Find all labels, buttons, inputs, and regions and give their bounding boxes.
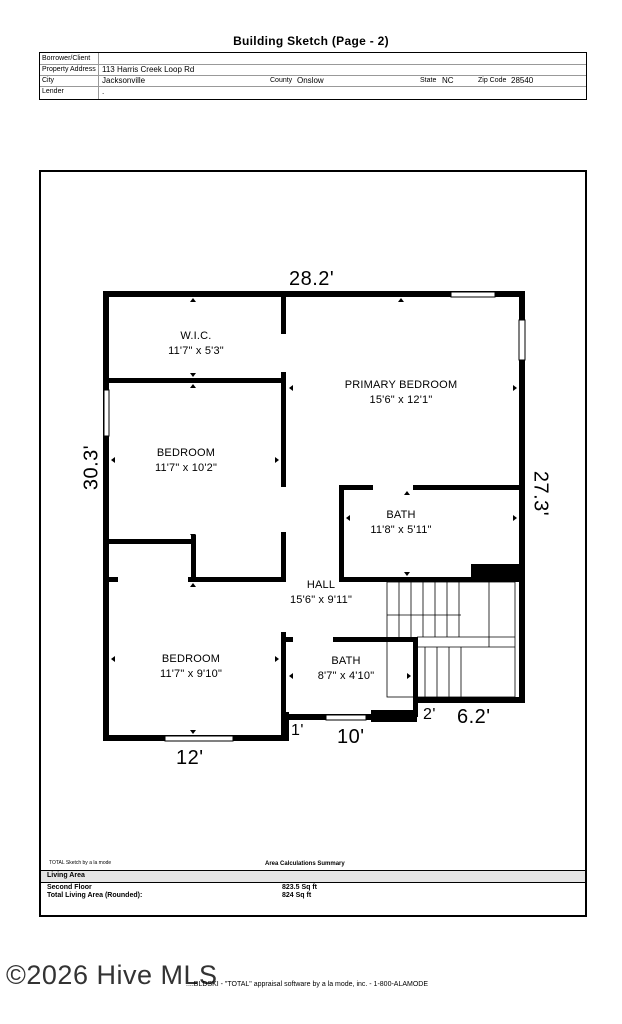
wall-right-upper — [519, 291, 525, 703]
window-bath2 — [325, 714, 367, 721]
room-bath-1-size: 11'8" x 5'11" — [370, 524, 432, 536]
room-hall-name: HALL — [306, 579, 336, 591]
doors — [196, 334, 413, 642]
door-bath1 — [373, 485, 413, 490]
room-bath-1-name: BATH — [386, 509, 416, 521]
door-bedroom2 — [281, 582, 286, 632]
software-footer: ....BLDSKI - "TOTAL" appraisal software … — [186, 981, 429, 988]
room-bedroom-1: BEDROOM 11'7" x 10'2" — [136, 446, 236, 476]
wall-wic-primary — [281, 297, 286, 487]
room-bedroom-1-size: 11'7" x 10'2" — [154, 462, 218, 474]
room-primary-bedroom-size: 15'6" x 12'1" — [369, 394, 433, 406]
dimension-left: 30.3' — [80, 444, 103, 491]
windows — [103, 291, 526, 742]
wall-hall-bedroom — [281, 632, 286, 737]
city-row: City Jacksonville County Onslow State NC… — [40, 75, 586, 87]
hive-mls-watermark: ©2026 Hive MLS — [6, 960, 218, 990]
dim-markers — [111, 298, 517, 734]
floor-plan — [103, 291, 526, 742]
dimension-right: 27.3' — [529, 470, 552, 517]
door-bath2 — [293, 637, 333, 642]
state-value: NC — [442, 76, 454, 85]
borrower-label: Borrower/Client — [42, 55, 91, 62]
room-bedroom-2: BEDROOM 11'7" x 9'10" — [141, 652, 241, 682]
dimension-bottom-left: 12' — [176, 747, 204, 769]
room-wic-name: W.I.C. — [180, 330, 212, 342]
county-value: Onslow — [297, 76, 324, 85]
window-bedroom1 — [103, 389, 110, 437]
stair-outline — [386, 581, 516, 698]
lender-label: Lender — [42, 88, 64, 95]
sketch-frame: W.I.C. 11'7" x 5'3" PRIMARY BEDROOM 15'6… — [39, 170, 587, 917]
lender-row: Lender . — [40, 86, 586, 97]
zip-value: 28540 — [511, 76, 534, 85]
room-bedroom-2-name: BEDROOM — [161, 653, 221, 665]
dimension-top: 28.2' — [289, 268, 335, 290]
room-bath-2-size: 8'7" x 4'10" — [317, 670, 375, 682]
window-bedroom2 — [164, 735, 234, 742]
zip-label: Zip Code — [478, 77, 507, 84]
second-floor-label: Second Floor — [47, 884, 92, 891]
address-label: Property Address — [42, 66, 96, 73]
summary-title: Area Calculations Summary — [265, 861, 345, 867]
door-wic — [281, 334, 286, 372]
wall-bath1-left — [339, 485, 344, 582]
total-living-area-value: 824 Sq ft — [282, 892, 312, 899]
wall-bath2-top — [286, 637, 416, 642]
state-label: State — [420, 77, 437, 84]
window-primary-right — [518, 319, 526, 361]
wall-bath1-bottom — [339, 577, 471, 582]
room-primary-bedroom: PRIMARY BEDROOM 15'6" x 12'1" — [321, 378, 481, 408]
living-area-label: Living Area — [47, 872, 85, 879]
wall-closet-right — [281, 532, 286, 582]
room-bedroom-2-size: 11'7" x 9'10" — [159, 668, 223, 680]
total-living-area-label: Total Living Area (Rounded): — [47, 892, 143, 899]
wall-wic-bedroom — [103, 378, 281, 383]
wall-closet-bottom — [188, 577, 286, 582]
address-row: Property Address 113 Harris Creek Loop R… — [40, 64, 586, 76]
room-bedroom-1-name: BEDROOM — [156, 447, 216, 459]
dimension-small-1: 1' — [291, 722, 304, 739]
city-label: City — [42, 77, 55, 84]
borrower-row: Borrower/Client — [40, 53, 586, 65]
room-bath-2: BATH 8'7" x 4'10" — [296, 654, 396, 684]
wall-bath1-top — [339, 485, 525, 490]
dimension-small-2: 2' — [423, 706, 436, 723]
room-wic-size: 11'7" x 5'3" — [168, 345, 224, 357]
room-wic: W.I.C. 11'7" x 5'3" — [146, 329, 246, 359]
wall-closet-divider — [191, 535, 196, 580]
room-primary-bedroom-name: PRIMARY BEDROOM — [344, 379, 458, 391]
wall-bottom-block — [371, 710, 417, 722]
page-title: Building Sketch (Page - 2) — [233, 34, 389, 48]
room-bath-1: BATH 11'8" x 5'11" — [351, 508, 451, 538]
wall-bottom-right — [417, 697, 525, 703]
wall-top — [103, 291, 525, 297]
wall-bath1-block — [471, 564, 521, 582]
address-value: 113 Harris Creek Loop Rd — [102, 65, 195, 74]
door-bedroom1 — [281, 487, 286, 532]
room-bath-2-name: BATH — [331, 655, 361, 667]
staircase — [386, 581, 516, 698]
property-info-table: Borrower/Client Property Address 113 Har… — [39, 52, 587, 100]
living-area-bar: Living Area — [41, 870, 585, 883]
dimension-bottom-mid: 10' — [337, 726, 365, 748]
window-primary-top — [450, 291, 496, 298]
lender-value: . — [102, 87, 105, 96]
dimension-bottom-right: 6.2' — [457, 706, 491, 728]
room-hall: HALL 15'6" x 9'11" — [276, 578, 366, 608]
room-hall-size: 15'6" x 9'11" — [289, 594, 353, 606]
second-floor-value: 823.5 Sq ft — [282, 884, 318, 891]
wall-bath2-right — [413, 637, 418, 717]
door-closet — [196, 539, 281, 544]
county-label: County — [270, 77, 293, 84]
wall-closet-left — [103, 577, 118, 582]
sketch-note: TOTAL Sketch by a la mode — [49, 860, 112, 866]
city-value: Jacksonville — [102, 76, 146, 85]
opening-hall — [286, 485, 339, 490]
info-divider — [98, 53, 99, 99]
wall-left — [103, 291, 109, 741]
